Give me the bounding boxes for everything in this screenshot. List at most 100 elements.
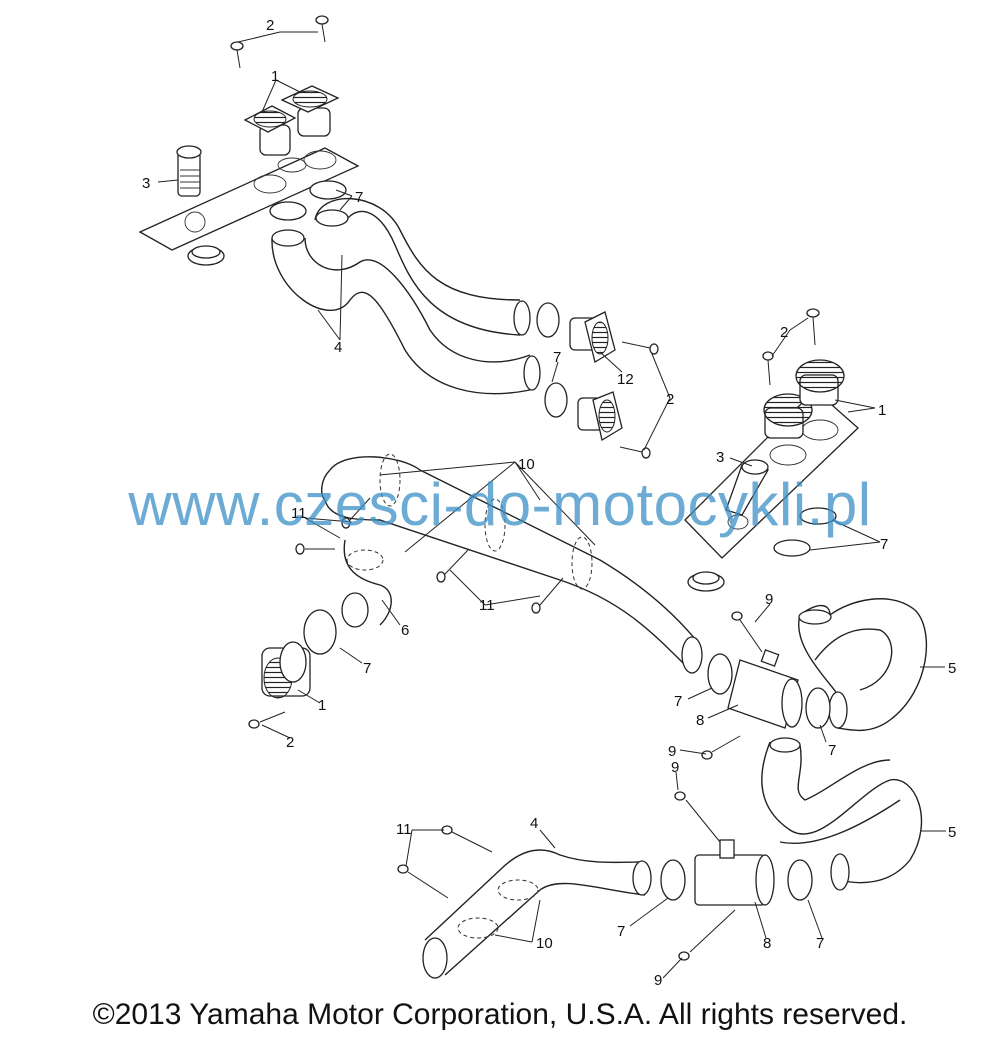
nut bbox=[187, 245, 225, 266]
callout-number: 7 bbox=[674, 693, 682, 710]
callout-number: 10 bbox=[518, 456, 535, 473]
vent-tube-3 bbox=[176, 145, 202, 197]
callout-number: 6 bbox=[401, 622, 409, 639]
screw bbox=[436, 549, 469, 583]
screw bbox=[441, 825, 493, 853]
callout-number: 7 bbox=[828, 742, 836, 759]
copyright-notice: ©2013 Yamaha Motor Corporation, U.S.A. A… bbox=[92, 998, 908, 1031]
callout-number: 7 bbox=[816, 935, 824, 952]
callout-number: 7 bbox=[553, 349, 561, 366]
leader-lines bbox=[157, 31, 946, 979]
callout-number: 12 bbox=[617, 371, 634, 388]
screw bbox=[806, 308, 820, 346]
connector-8-lower bbox=[694, 839, 775, 906]
callout-number: 7 bbox=[617, 923, 625, 940]
screw bbox=[315, 15, 329, 43]
hose-4-a bbox=[271, 237, 531, 395]
screw bbox=[674, 791, 721, 843]
hose-4-lower bbox=[424, 849, 641, 941]
callout-number: 7 bbox=[355, 189, 363, 206]
callout-number: 2 bbox=[666, 391, 674, 408]
callout-number: 5 bbox=[948, 660, 956, 677]
callout-number: 2 bbox=[780, 324, 788, 341]
callout-number: 4 bbox=[530, 815, 538, 832]
callout-number: 7 bbox=[880, 536, 888, 553]
clamp bbox=[787, 859, 813, 901]
grille-1-right-a bbox=[763, 393, 813, 439]
callout-number: 3 bbox=[716, 449, 724, 466]
watermark: www.czesci-do-motocykli.pl bbox=[128, 471, 872, 538]
screw bbox=[731, 611, 763, 653]
callout-number: 1 bbox=[878, 402, 886, 419]
callout-number: 7 bbox=[363, 660, 371, 677]
gasket-hole bbox=[184, 211, 206, 233]
screw bbox=[621, 341, 659, 355]
connector-8-upper bbox=[727, 649, 803, 729]
screw bbox=[230, 41, 244, 69]
grille-1-right-b bbox=[795, 359, 845, 406]
middle-assembly bbox=[248, 453, 831, 760]
clamp bbox=[536, 302, 560, 338]
callouts: 2 1 3 7 4 7 12 2 2 1 3 10 11 7 11 6 9 7 … bbox=[142, 17, 956, 989]
screw bbox=[531, 577, 564, 614]
screw bbox=[701, 735, 741, 760]
clamp bbox=[269, 201, 307, 221]
callout-number: 11 bbox=[396, 821, 412, 838]
callout-number: 9 bbox=[671, 759, 679, 776]
callout-number: 11 bbox=[479, 597, 495, 614]
callout-number: 1 bbox=[318, 697, 326, 714]
callout-number: 8 bbox=[696, 712, 704, 729]
callout-number: 2 bbox=[286, 734, 294, 751]
hose-5-lower bbox=[761, 741, 923, 884]
hose-4-b bbox=[347, 210, 521, 336]
callout-number: 10 bbox=[536, 935, 553, 952]
callout-number: 9 bbox=[654, 972, 662, 989]
screw bbox=[341, 497, 371, 529]
gasket-hole bbox=[303, 150, 337, 170]
clamp bbox=[660, 859, 686, 901]
band-10 bbox=[457, 917, 499, 939]
grille-1-a bbox=[243, 105, 297, 156]
band-10 bbox=[571, 536, 593, 590]
callout-number: 9 bbox=[765, 591, 773, 608]
upper-left-assembly bbox=[138, 15, 659, 459]
grille-1-b bbox=[280, 85, 340, 137]
callout-number: 11 bbox=[291, 505, 307, 522]
vent-12-b bbox=[577, 391, 623, 442]
clamp bbox=[773, 539, 811, 557]
gasket-hole bbox=[277, 157, 307, 173]
vent-12-a bbox=[569, 311, 616, 364]
callout-number: 5 bbox=[948, 824, 956, 841]
nut bbox=[687, 571, 725, 592]
clamp bbox=[707, 653, 733, 695]
band-10 bbox=[379, 453, 401, 507]
gasket-hole bbox=[253, 174, 287, 194]
screw bbox=[619, 446, 651, 459]
clamp bbox=[544, 382, 568, 418]
screw bbox=[248, 711, 286, 729]
lower-assembly bbox=[397, 791, 813, 979]
callout-number: 4 bbox=[334, 339, 342, 356]
band-10 bbox=[484, 498, 506, 552]
hose-4-a bbox=[304, 237, 531, 363]
clamp bbox=[799, 507, 837, 525]
vent-tube-3-right bbox=[725, 459, 770, 516]
screw bbox=[678, 909, 736, 961]
callout-number: 2 bbox=[266, 17, 274, 34]
band-10 bbox=[497, 879, 539, 901]
duct-long bbox=[329, 456, 701, 646]
right-assembly bbox=[684, 308, 927, 891]
clamp bbox=[303, 609, 337, 655]
screw bbox=[295, 543, 335, 555]
band-10 bbox=[346, 549, 384, 571]
callout-number: 8 bbox=[763, 935, 771, 952]
callout-number: 9 bbox=[668, 743, 676, 760]
clamp bbox=[309, 180, 347, 200]
screw bbox=[397, 864, 449, 899]
hose-4-b bbox=[314, 198, 521, 301]
screw bbox=[762, 351, 774, 386]
grille-1-lower bbox=[261, 641, 311, 699]
callout-number: 3 bbox=[142, 175, 150, 192]
clamp bbox=[805, 687, 831, 729]
